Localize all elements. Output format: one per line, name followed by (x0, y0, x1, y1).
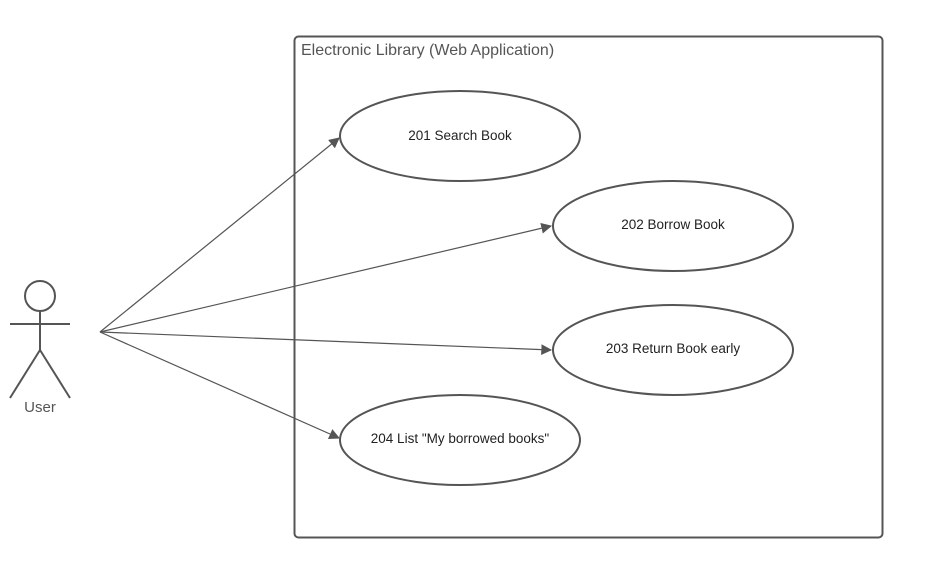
use-case-202[interactable]: 202 Borrow Book (552, 180, 794, 272)
actor-label: User (24, 399, 56, 416)
system-boundary[interactable]: Electronic Library (Web Application) (293, 35, 884, 539)
system-title: Electronic Library (Web Application) (301, 42, 554, 59)
use-case-label: 203 Return Book early (606, 341, 741, 356)
use-case-201[interactable]: 201 Search Book (339, 90, 581, 182)
association-arrow-203 (99, 331, 553, 356)
use-case-label: 202 Borrow Book (621, 217, 725, 232)
associations (99, 137, 553, 439)
association-arrow-204 (99, 331, 340, 439)
use-case-label: 201 Search Book (408, 128, 512, 143)
use-case-203[interactable]: 203 Return Book early (552, 304, 794, 396)
actor-user[interactable]: User (9, 280, 71, 416)
association-arrow-202 (99, 222, 553, 333)
stick-figure-icon (9, 280, 71, 399)
use-case-label: 204 List "My borrowed books" (371, 431, 550, 446)
association-arrow-201 (99, 137, 340, 333)
use-case-204[interactable]: 204 List "My borrowed books" (339, 394, 581, 486)
